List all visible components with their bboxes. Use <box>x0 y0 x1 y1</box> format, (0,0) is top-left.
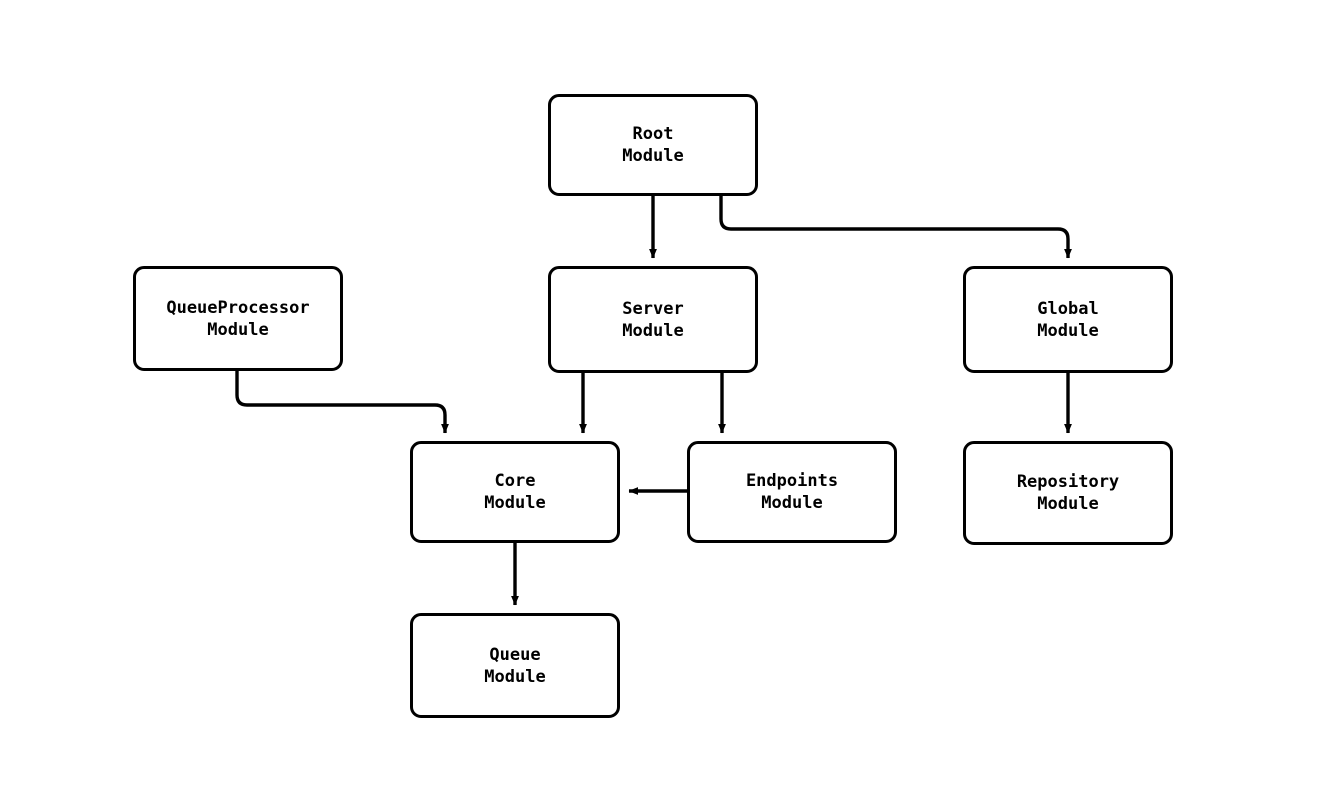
node-root[interactable]: Root Module <box>548 94 758 196</box>
edge-root-global <box>719 196 1072 259</box>
node-global-label: Global Module <box>1037 298 1099 341</box>
node-endpoints-label: Endpoints Module <box>745 471 839 513</box>
node-global[interactable]: Global Module <box>963 266 1173 373</box>
node-root-label: Root Module <box>622 124 684 166</box>
node-core[interactable]: Core Module <box>410 441 620 543</box>
node-endpoints[interactable]: Endpoints Module <box>687 441 897 543</box>
node-queueprocessor-label: QueueProcessor Module <box>166 297 310 340</box>
node-queue[interactable]: Queue Module <box>410 613 620 718</box>
node-server[interactable]: Server Module <box>548 266 758 373</box>
node-core-label: Core Module <box>484 471 546 513</box>
node-queueprocessor[interactable]: QueueProcessor Module <box>133 266 343 371</box>
node-repository-label: Repository Module <box>1016 472 1120 514</box>
node-repository[interactable]: Repository Module <box>963 441 1173 545</box>
node-server-label: Server Module <box>622 298 684 341</box>
node-queue-label: Queue Module <box>484 644 546 687</box>
edge-queueprocessor-core <box>235 371 449 434</box>
